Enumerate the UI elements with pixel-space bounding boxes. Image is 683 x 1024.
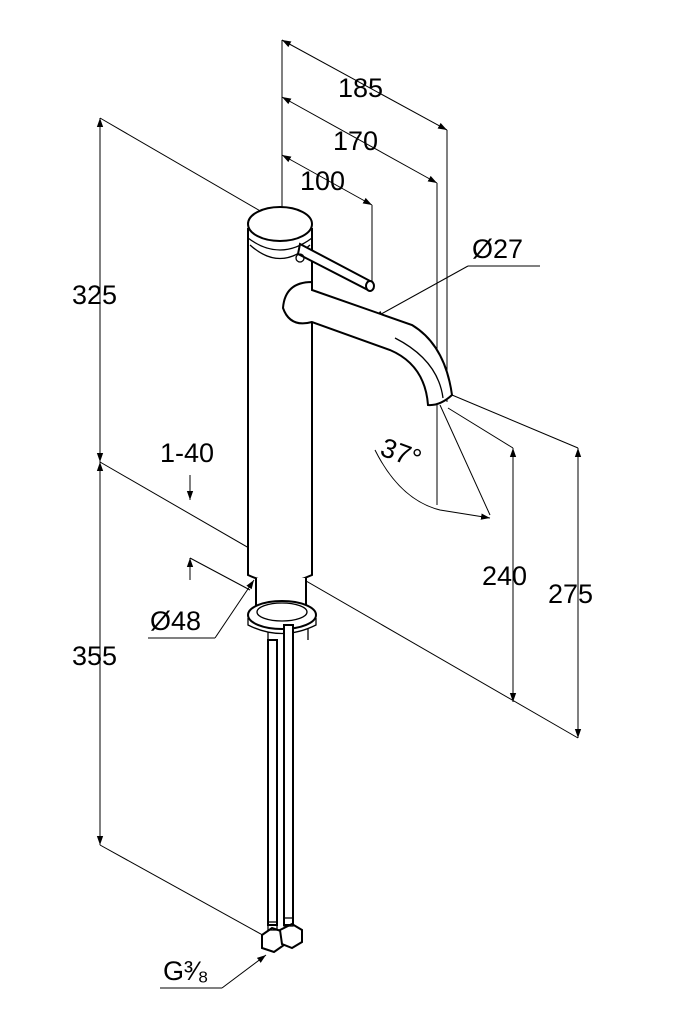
dim-275: 275 xyxy=(451,394,593,738)
spout xyxy=(281,280,454,407)
dim-1-40-label: 1-40 xyxy=(160,438,214,468)
dim-170-label: 170 xyxy=(333,126,378,156)
faucet xyxy=(247,206,454,954)
dim-27-label: Ø27 xyxy=(472,234,523,264)
dim-355-label: 355 xyxy=(72,641,117,671)
dim-240: 240 xyxy=(447,407,527,702)
dim-325-label: 325 xyxy=(72,280,117,310)
dim-100: 100 xyxy=(281,154,373,282)
dim-37-angle: 37° xyxy=(374,404,491,520)
hex-nut xyxy=(278,922,303,950)
dim-325: 325 xyxy=(72,117,263,462)
dim-37-label: 37° xyxy=(377,432,426,474)
dim-thread: G³⁄₈ xyxy=(160,954,267,989)
dim-100-label: 100 xyxy=(300,166,345,196)
dim-body-diameter: Ø48 xyxy=(148,579,255,639)
mounting-ring xyxy=(247,600,317,630)
supply-hose xyxy=(267,639,278,926)
dim-48-label: Ø48 xyxy=(150,606,201,636)
dim-thread-label: G³⁄₈ xyxy=(163,956,209,986)
dim-clamp-range: 1-40 xyxy=(160,438,251,591)
handle-cap xyxy=(247,206,313,242)
dim-185-label: 185 xyxy=(338,73,383,103)
dim-spout-diameter: Ø27 xyxy=(373,234,540,319)
supply-hose xyxy=(283,624,294,926)
mounting-surface-line xyxy=(99,461,579,739)
faucet-body xyxy=(247,228,313,584)
dim-275-label: 275 xyxy=(548,579,593,609)
dim-170: 170 xyxy=(281,96,438,505)
dim-240-label: 240 xyxy=(482,561,527,591)
dim-355: 355 xyxy=(72,462,269,939)
